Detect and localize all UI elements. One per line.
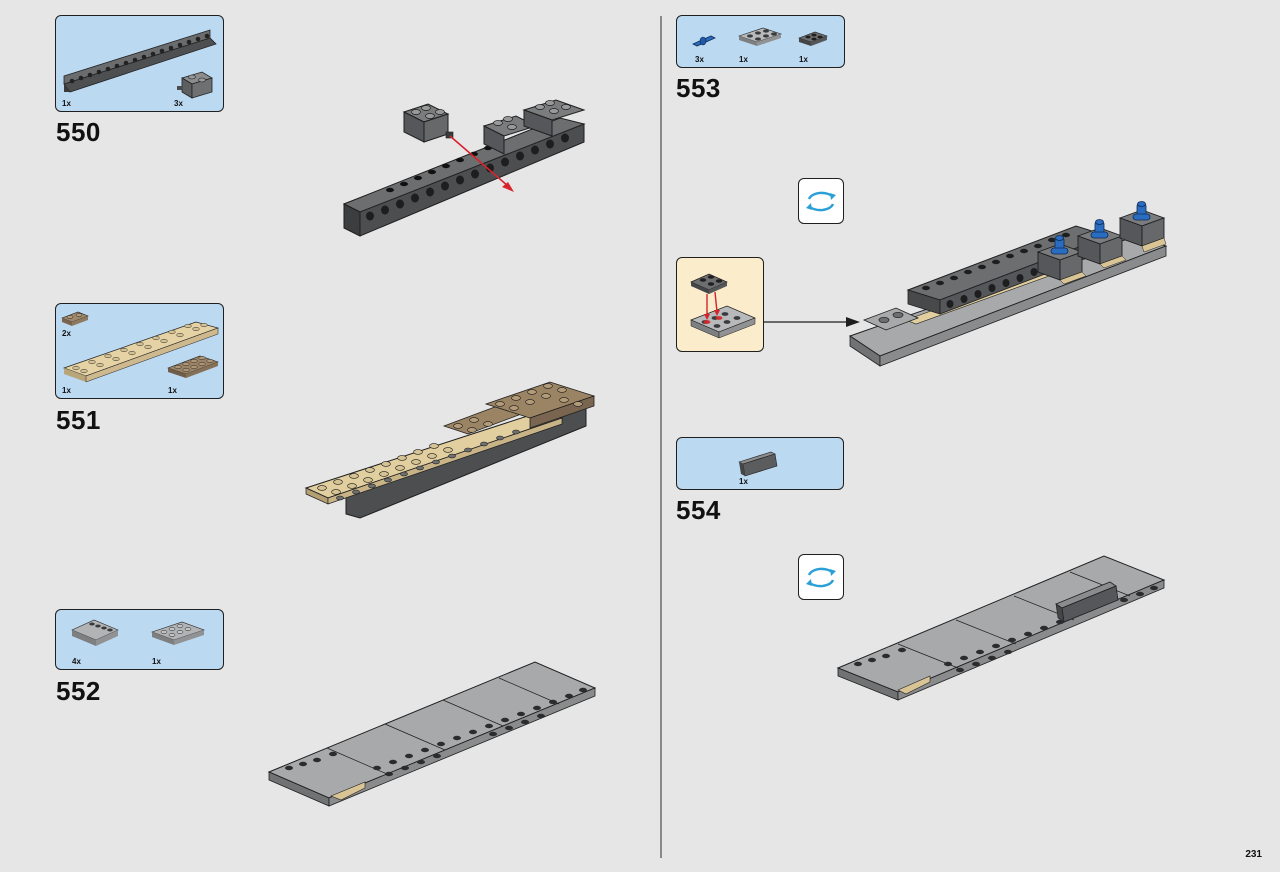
subassembly-illustration (690, 273, 756, 339)
part-qty: 3x (174, 99, 183, 108)
step-553-parts-box: 3x 1x 1x (676, 15, 845, 68)
part-qty: 3x (695, 55, 704, 64)
dark-tan-plate-part-icon (167, 355, 219, 378)
step-554-parts-box: 1x (676, 437, 844, 490)
part-qty: 1x (739, 477, 748, 486)
step-552-parts-box: 4x 1x (55, 609, 224, 670)
pointer-arrow-icon (764, 317, 860, 327)
part-qty: 1x (152, 657, 161, 666)
step-551-model-illustration (304, 381, 596, 519)
placement-arrow-icon (704, 291, 720, 320)
plate-2x3-part-icon (738, 27, 782, 46)
page-number: 231 (1245, 849, 1262, 860)
step-number: 551 (56, 405, 101, 435)
tile-4x4-part-icon (71, 619, 119, 646)
subassembly-callout (676, 257, 764, 352)
tan-plate-part-icon (62, 321, 220, 383)
brick-axle-part-icon (177, 71, 213, 99)
part-qty: 1x (168, 386, 177, 395)
part-qty: 1x (799, 55, 808, 64)
part-qty: 1x (739, 55, 748, 64)
technic-beam-part-icon (63, 29, 217, 93)
column-divider (660, 16, 662, 858)
part-qty: 4x (72, 657, 81, 666)
step-number: 553 (676, 73, 721, 103)
blue-pin-part-icon (692, 35, 716, 47)
dark-plate-2x2-part-icon (798, 31, 828, 46)
step-550-model-illustration (342, 99, 586, 237)
step-number: 554 (676, 495, 721, 525)
part-qty: 2x (62, 329, 71, 338)
step-552-model-illustration (267, 661, 597, 807)
rotate-model-icon (798, 178, 844, 224)
step-550-parts-box: 1x 3x (55, 15, 224, 112)
plate-2x4-part-icon (151, 621, 205, 645)
placement-arrow-icon (449, 135, 514, 192)
part-qty: 1x (62, 99, 71, 108)
step-553-model-illustration (848, 201, 1168, 367)
rotate-model-icon (798, 554, 844, 600)
step-number: 552 (56, 676, 101, 706)
step-551-parts-box: 2x 1x 1x (55, 303, 224, 399)
step-554-model-illustration (836, 555, 1166, 701)
slope-bracket-part-icon (738, 451, 778, 477)
part-qty: 1x (62, 386, 71, 395)
plate-1x2-part-icon (61, 311, 89, 326)
step-number: 550 (56, 117, 101, 147)
